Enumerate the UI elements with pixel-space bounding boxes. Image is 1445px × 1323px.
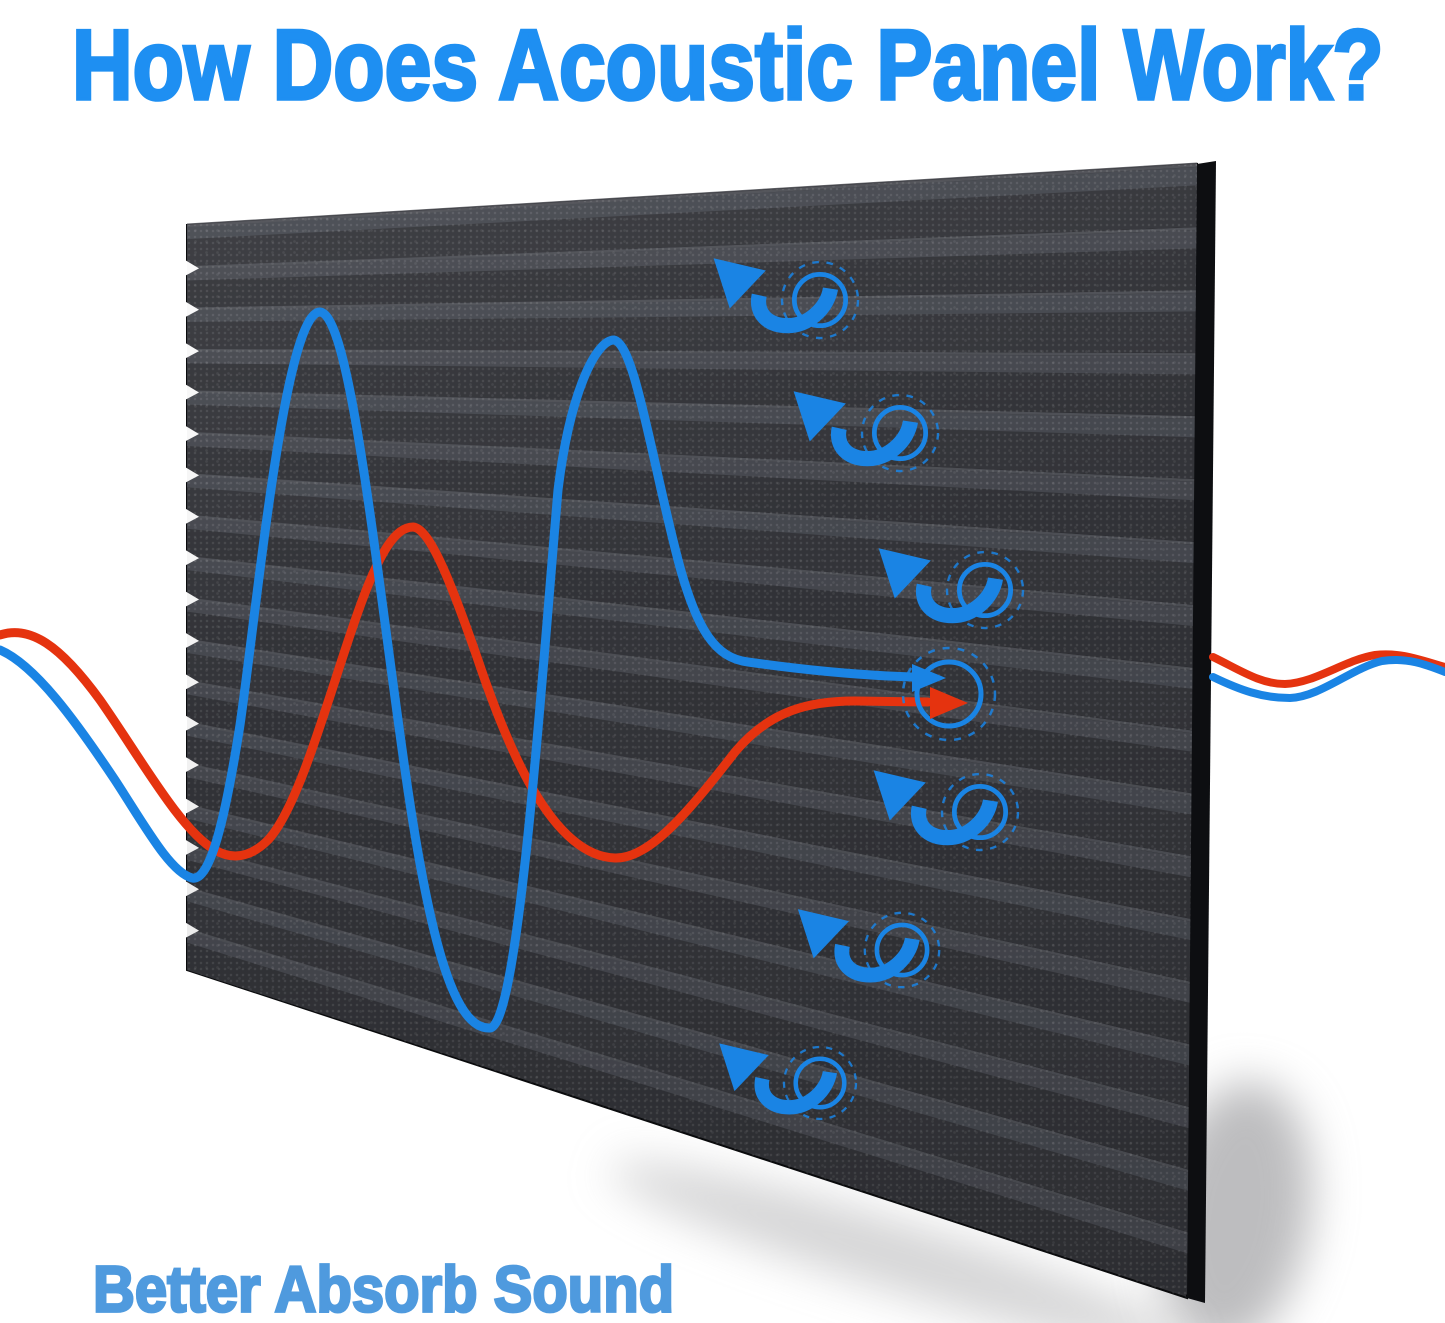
slat-bevel <box>187 351 1197 375</box>
left-edge-notch <box>184 714 199 732</box>
bounce-arrowhead <box>878 548 931 599</box>
blue-wave-arrowhead <box>912 664 946 692</box>
bounce-ripple-circle <box>951 783 1009 841</box>
slat-ridge-highlight <box>186 348 1198 356</box>
page-title: How Does Acoustic Panel Work? <box>71 7 1386 121</box>
left-edge-notch <box>184 590 199 608</box>
left-edge-notch <box>184 673 199 691</box>
bounce-swoosh <box>915 576 1003 624</box>
slat-ridge-highlight <box>186 804 1198 1049</box>
slat-bevel <box>187 433 1197 501</box>
bounce-arrow <box>873 770 1020 852</box>
slat-bevel <box>187 806 1197 1068</box>
left-edge-notch <box>184 383 199 401</box>
bounce-arrowhead <box>797 909 849 959</box>
transmitted-wave-blue <box>1209 655 1445 703</box>
left-edge-notch <box>184 631 199 649</box>
slat-ridge-highlight <box>186 721 1198 923</box>
slat-bevel <box>187 723 1197 942</box>
left-edge-notch <box>184 838 199 856</box>
bounce-ripple-circle <box>874 922 930 978</box>
bounce-swoosh <box>910 798 998 846</box>
slat-bevel <box>187 682 1197 879</box>
slat-ridge-highlight <box>186 680 1198 860</box>
slat-ridge-highlight <box>186 887 1198 1175</box>
slat-ridge-highlight <box>186 514 1198 608</box>
bounce-ripple-circle <box>871 404 929 462</box>
slat-bevel <box>187 167 1197 240</box>
left-edge-notch <box>184 549 199 567</box>
absorption-ripple-dashed <box>901 646 997 742</box>
left-edge-notch <box>184 921 199 939</box>
bounce-arrow <box>878 548 1025 630</box>
left-edge-notch <box>184 466 199 484</box>
caption-better-absorb-sound: Better Absorb Sound <box>92 1252 676 1323</box>
slat-bevel <box>187 392 1197 438</box>
left-edge-notch <box>184 259 199 277</box>
left-edge-notch <box>184 342 199 360</box>
left-edge-notch <box>184 300 199 318</box>
bounce-ripple-circle <box>956 561 1014 619</box>
bounce-arrowhead <box>713 258 766 309</box>
slat-bevel <box>187 558 1197 690</box>
slat-bevel <box>187 765 1197 1005</box>
slat-ridge-highlight <box>186 928 1198 1238</box>
bounce-arrow <box>713 258 860 340</box>
bounce-arrow <box>793 391 940 473</box>
panel-side-edge <box>1187 161 1216 1303</box>
bounce-arrowhead <box>873 770 926 821</box>
red-wave-arrowhead <box>930 687 968 719</box>
bounce-arrowhead <box>719 1043 769 1092</box>
left-edge-notch <box>184 797 199 815</box>
left-edge-notch <box>184 507 199 525</box>
bounce-arrow <box>719 1043 858 1121</box>
slat-bevel <box>187 293 1197 322</box>
slat-ridge-highlight <box>186 290 1198 311</box>
slat-bevel <box>187 930 1197 1257</box>
absorption-ripple-circle <box>914 659 984 729</box>
bounce-swoosh <box>750 286 838 334</box>
incident-sound-wave-red <box>0 522 933 863</box>
slat-bevel <box>187 599 1197 753</box>
incident-sound-wave-blue <box>0 307 917 1033</box>
slat-bevel <box>187 516 1197 627</box>
slat-ridge-highlight <box>186 762 1198 986</box>
slat-bevel <box>187 847 1197 1131</box>
left-edge-notch <box>184 424 199 442</box>
slat-ridge-highlight <box>186 638 1198 797</box>
slat-bevel <box>187 230 1197 281</box>
left-edge-notch <box>184 880 199 898</box>
bounce-ripple-dashed <box>780 260 860 340</box>
bounce-arrowhead <box>793 391 846 442</box>
bounce-swoosh <box>834 937 920 983</box>
bounce-swoosh <box>830 419 918 467</box>
bounce-ripple-dashed <box>863 911 941 989</box>
bounce-ripple-circle <box>793 1056 847 1110</box>
left-edge-notch <box>184 756 199 774</box>
slat-ridge-highlight <box>186 473 1198 545</box>
slat-bevel <box>187 475 1197 564</box>
bounce-ripple-circle <box>791 271 849 329</box>
bounce-arrow <box>797 909 941 989</box>
slat-ridge-highlight <box>186 227 1198 269</box>
bounce-swoosh <box>754 1070 838 1115</box>
slat-bevel <box>187 640 1197 816</box>
slat-ridge-highlight <box>186 845 1198 1112</box>
panel-top-edge <box>186 162 1198 227</box>
